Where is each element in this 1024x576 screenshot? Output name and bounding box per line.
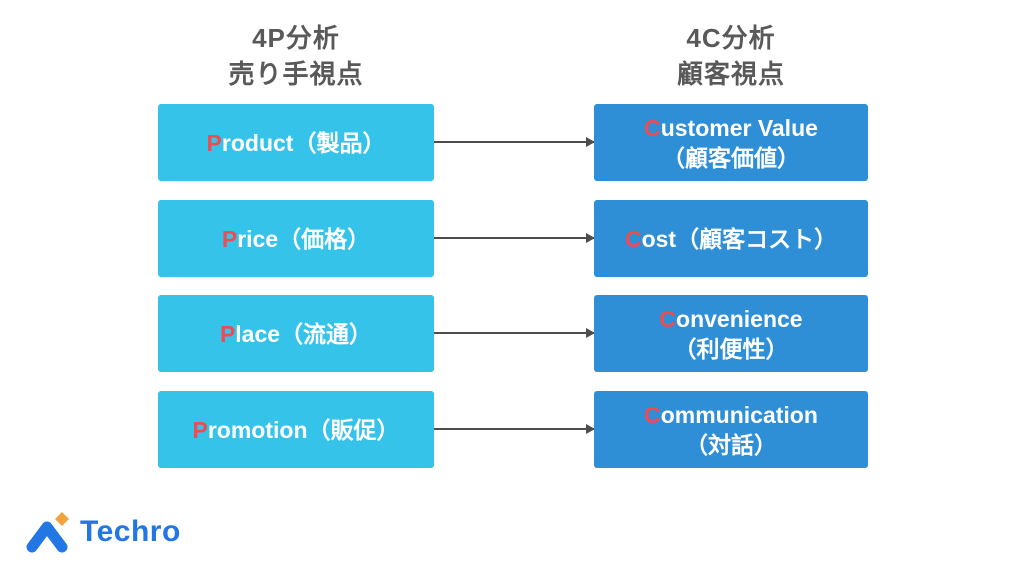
- arrow-product-to-customer-value: [434, 137, 595, 147]
- box-promotion: Promotion（販促）: [158, 391, 434, 468]
- box-place-label: Place（流通）: [220, 319, 372, 349]
- column-title-4p-line2: 売り手視点: [228, 59, 364, 89]
- lead-letter: P: [192, 416, 208, 443]
- techro-logo-text: Techro: [80, 515, 181, 548]
- techro-mountain-icon: [26, 512, 69, 553]
- lead-letter: P: [206, 129, 222, 156]
- box-convenience-sub: （利便性）: [673, 335, 789, 362]
- label-text: romotion（販促）: [207, 416, 400, 443]
- label-text: onvenience: [676, 305, 803, 332]
- lead-letter: C: [644, 401, 661, 428]
- box-product-label: Product（製品）: [207, 128, 386, 158]
- column-title-4p: 4P分析 売り手視点: [158, 20, 434, 92]
- box-product: Product（製品）: [158, 104, 434, 181]
- arrow-promotion-to-communication: [434, 424, 595, 434]
- column-title-4c-line1: 4C分析: [686, 23, 776, 53]
- lead-letter: P: [219, 320, 236, 347]
- lead-letter: P: [221, 225, 238, 252]
- box-convenience: Convenience （利便性）: [594, 295, 868, 372]
- box-cost: Cost（顧客コスト）: [594, 200, 868, 277]
- box-customer-value-sub: （顧客価値）: [662, 144, 800, 171]
- box-place: Place（流通）: [158, 295, 434, 372]
- column-title-4c: 4C分析 顧客視点: [594, 20, 868, 92]
- lead-letter: C: [659, 305, 677, 332]
- column-title-4c-line2: 顧客視点: [676, 59, 785, 89]
- box-communication: Communication （対話）: [594, 391, 868, 468]
- label-text: ustomer Value: [660, 114, 818, 141]
- box-cost-label: Cost（顧客コスト）: [625, 224, 837, 254]
- label-text: ost（顧客コスト）: [641, 225, 838, 252]
- column-title-4p-line1: 4P分析: [252, 23, 340, 53]
- arrow-price-to-cost: [434, 233, 595, 243]
- box-communication-sub: （対話）: [685, 431, 777, 458]
- box-customer-value-label: Customer Value: [644, 113, 818, 143]
- box-customer-value: Customer Value （顧客価値）: [594, 104, 868, 181]
- lead-letter: C: [624, 225, 642, 252]
- arrow-place-to-convenience: [434, 328, 595, 338]
- label-text: lace（流通）: [235, 320, 373, 347]
- box-communication-label: Communication: [644, 400, 818, 430]
- techro-logo: Techro: [26, 511, 181, 553]
- label-text: rice（価格）: [237, 225, 371, 252]
- box-convenience-label: Convenience: [659, 304, 802, 334]
- box-promotion-label: Promotion（販促）: [193, 415, 400, 445]
- box-price: Price（価格）: [158, 200, 434, 277]
- label-text: ommunication: [660, 401, 818, 428]
- box-price-label: Price（価格）: [222, 224, 370, 254]
- lead-letter: C: [644, 114, 661, 141]
- label-text: roduct（製品）: [221, 129, 386, 156]
